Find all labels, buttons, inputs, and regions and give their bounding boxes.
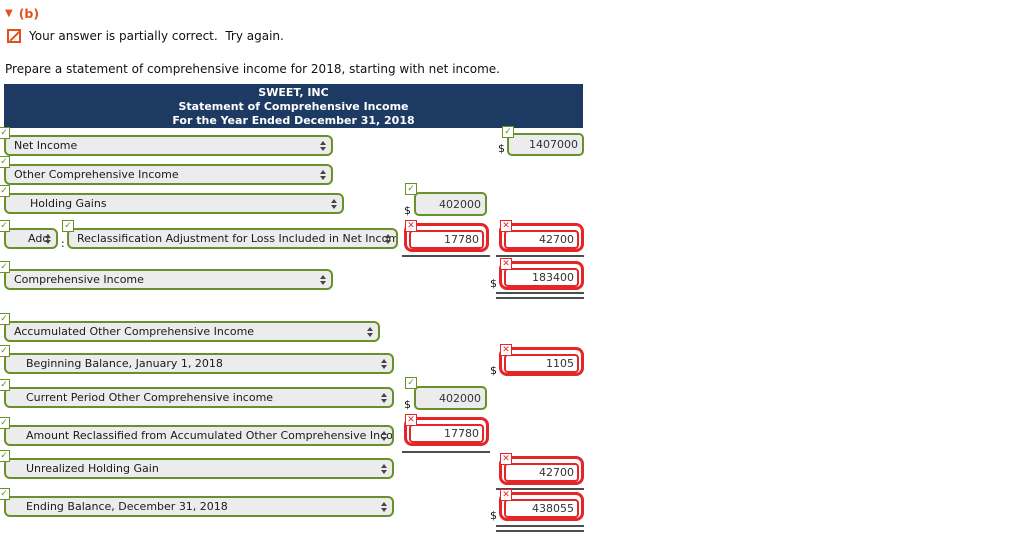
select-arrow-icon xyxy=(320,274,326,285)
amount-field-incorrect xyxy=(499,347,584,376)
select-comprehensive-income[interactable]: Comprehensive Income xyxy=(4,269,333,290)
correct-check-icon: ✓ xyxy=(0,127,10,139)
statement-title: Statement of Comprehensive Income xyxy=(178,100,409,113)
amount-input-reclassification-right[interactable] xyxy=(504,230,579,249)
select-arrow-icon xyxy=(331,198,337,209)
incorrect-x-icon: ✕ xyxy=(500,220,512,232)
correct-check-icon: ✓ xyxy=(0,379,10,391)
currency-symbol: $ xyxy=(490,277,497,290)
currency-symbol: $ xyxy=(490,509,497,522)
amount-input-amount-reclassified[interactable] xyxy=(409,424,484,443)
incorrect-x-icon: ✕ xyxy=(500,258,512,270)
single-rule xyxy=(402,451,490,453)
select-other-comprehensive-income[interactable]: Other Comprehensive Income xyxy=(4,164,333,185)
section-header: ▼ (b) xyxy=(5,6,39,21)
select-current-period-oci[interactable]: Current Period Other Comprehensive incom… xyxy=(4,387,394,408)
select-value: Ending Balance, December 31, 2018 xyxy=(26,500,228,513)
correct-check-icon: ✓ xyxy=(405,183,417,195)
select-value: Beginning Balance, January 1, 2018 xyxy=(26,357,223,370)
select-value: Current Period Other Comprehensive incom… xyxy=(26,391,274,404)
single-rule xyxy=(402,255,490,257)
select-value: Amount Reclassified from Accumulated Oth… xyxy=(26,429,392,442)
select-value: Accumulated Other Comprehensive Income xyxy=(14,325,255,338)
incorrect-x-icon: ✕ xyxy=(500,489,512,501)
select-value: Net Income xyxy=(14,139,78,152)
select-amount-reclassified[interactable]: Amount Reclassified from Accumulated Oth… xyxy=(4,425,394,446)
correct-check-icon: ✓ xyxy=(0,313,10,325)
double-rule xyxy=(496,525,584,532)
correct-check-icon: ✓ xyxy=(0,488,10,500)
select-arrow-icon xyxy=(320,140,326,151)
select-ending-balance[interactable]: Ending Balance, December 31, 2018 xyxy=(4,496,394,517)
single-rule xyxy=(496,488,584,490)
select-accumulated-oci[interactable]: Accumulated Other Comprehensive Income xyxy=(4,321,380,342)
select-value: Reclassification Adjustment for Loss Inc… xyxy=(77,232,396,245)
select-arrow-icon xyxy=(381,392,387,403)
select-holding-gains[interactable]: Holding Gains xyxy=(4,193,344,214)
select-arrow-icon xyxy=(45,233,51,244)
amount-field-incorrect xyxy=(499,223,584,252)
amount-input-reclassification-mid[interactable] xyxy=(409,230,484,249)
amount-input-holding-gains[interactable] xyxy=(414,192,487,216)
answer-feedback: Your answer is partially correct. Try ag… xyxy=(7,29,284,43)
double-rule xyxy=(496,292,584,299)
single-rule xyxy=(496,255,584,257)
statement-title-bar: SWEET, INC Statement of Comprehensive In… xyxy=(4,84,583,128)
feedback-text: Your answer is partially correct. Try ag… xyxy=(29,29,284,43)
correct-check-icon: ✓ xyxy=(502,126,514,138)
correct-check-icon: ✓ xyxy=(0,417,10,429)
amount-field-incorrect xyxy=(404,417,489,446)
amount-input-ending-balance[interactable] xyxy=(504,499,579,518)
select-arrow-icon xyxy=(381,501,387,512)
select-value: Comprehensive Income xyxy=(14,273,144,286)
amount-input-net-income[interactable] xyxy=(507,133,584,156)
currency-symbol: $ xyxy=(490,364,497,377)
amount-field-incorrect xyxy=(499,492,584,521)
select-net-income[interactable]: Net Income xyxy=(4,135,333,156)
correct-check-icon: ✓ xyxy=(405,377,417,389)
incorrect-x-icon: ✕ xyxy=(405,414,417,426)
statement-period: For the Year Ended December 31, 2018 xyxy=(172,114,415,127)
amount-input-unrealized-holding-gain[interactable] xyxy=(504,463,579,482)
correct-check-icon: ✓ xyxy=(0,185,10,197)
correct-check-icon: ✓ xyxy=(0,345,10,357)
incorrect-x-icon: ✕ xyxy=(405,220,417,232)
separator-colon: : xyxy=(61,237,65,250)
correct-check-icon: ✓ xyxy=(0,156,10,168)
correct-check-icon: ✓ xyxy=(62,220,74,232)
correct-check-icon: ✓ xyxy=(0,450,10,462)
select-reclassification-adjustment[interactable]: Reclassification Adjustment for Loss Inc… xyxy=(67,228,398,249)
select-value: Add xyxy=(28,232,50,245)
amount-field-incorrect xyxy=(404,223,489,252)
select-arrow-icon xyxy=(381,430,387,441)
select-arrow-icon xyxy=(367,326,373,337)
section-label: (b) xyxy=(18,6,40,21)
select-arrow-icon xyxy=(320,169,326,180)
select-beginning-balance[interactable]: Beginning Balance, January 1, 2018 xyxy=(4,353,394,374)
incorrect-x-icon: ✕ xyxy=(500,453,512,465)
company-name: SWEET, INC xyxy=(258,86,329,99)
collapse-triangle-icon[interactable]: ▼ xyxy=(5,7,13,19)
amount-input-beginning-balance[interactable] xyxy=(504,354,579,373)
currency-symbol: $ xyxy=(498,142,505,155)
amount-field-incorrect xyxy=(499,261,584,290)
select-value: Unrealized Holding Gain xyxy=(26,462,159,475)
select-arrow-icon xyxy=(385,233,391,244)
select-arrow-icon xyxy=(381,463,387,474)
correct-check-icon: ✓ xyxy=(0,220,10,232)
incorrect-x-icon: ✕ xyxy=(500,344,512,356)
amount-input-current-period-oci[interactable] xyxy=(414,386,487,410)
select-unrealized-holding-gain[interactable]: Unrealized Holding Gain xyxy=(4,458,394,479)
instruction-text: Prepare a statement of comprehensive inc… xyxy=(5,62,500,76)
select-add[interactable]: Add xyxy=(4,228,58,249)
amount-input-comprehensive-income[interactable] xyxy=(504,268,579,287)
select-value: Holding Gains xyxy=(30,197,107,210)
amount-field-incorrect xyxy=(499,456,584,485)
select-arrow-icon xyxy=(381,358,387,369)
correct-check-icon: ✓ xyxy=(0,261,10,273)
currency-symbol: $ xyxy=(404,204,411,217)
select-value: Other Comprehensive Income xyxy=(14,168,179,181)
currency-symbol: $ xyxy=(404,398,411,411)
partially-correct-icon xyxy=(7,29,21,43)
